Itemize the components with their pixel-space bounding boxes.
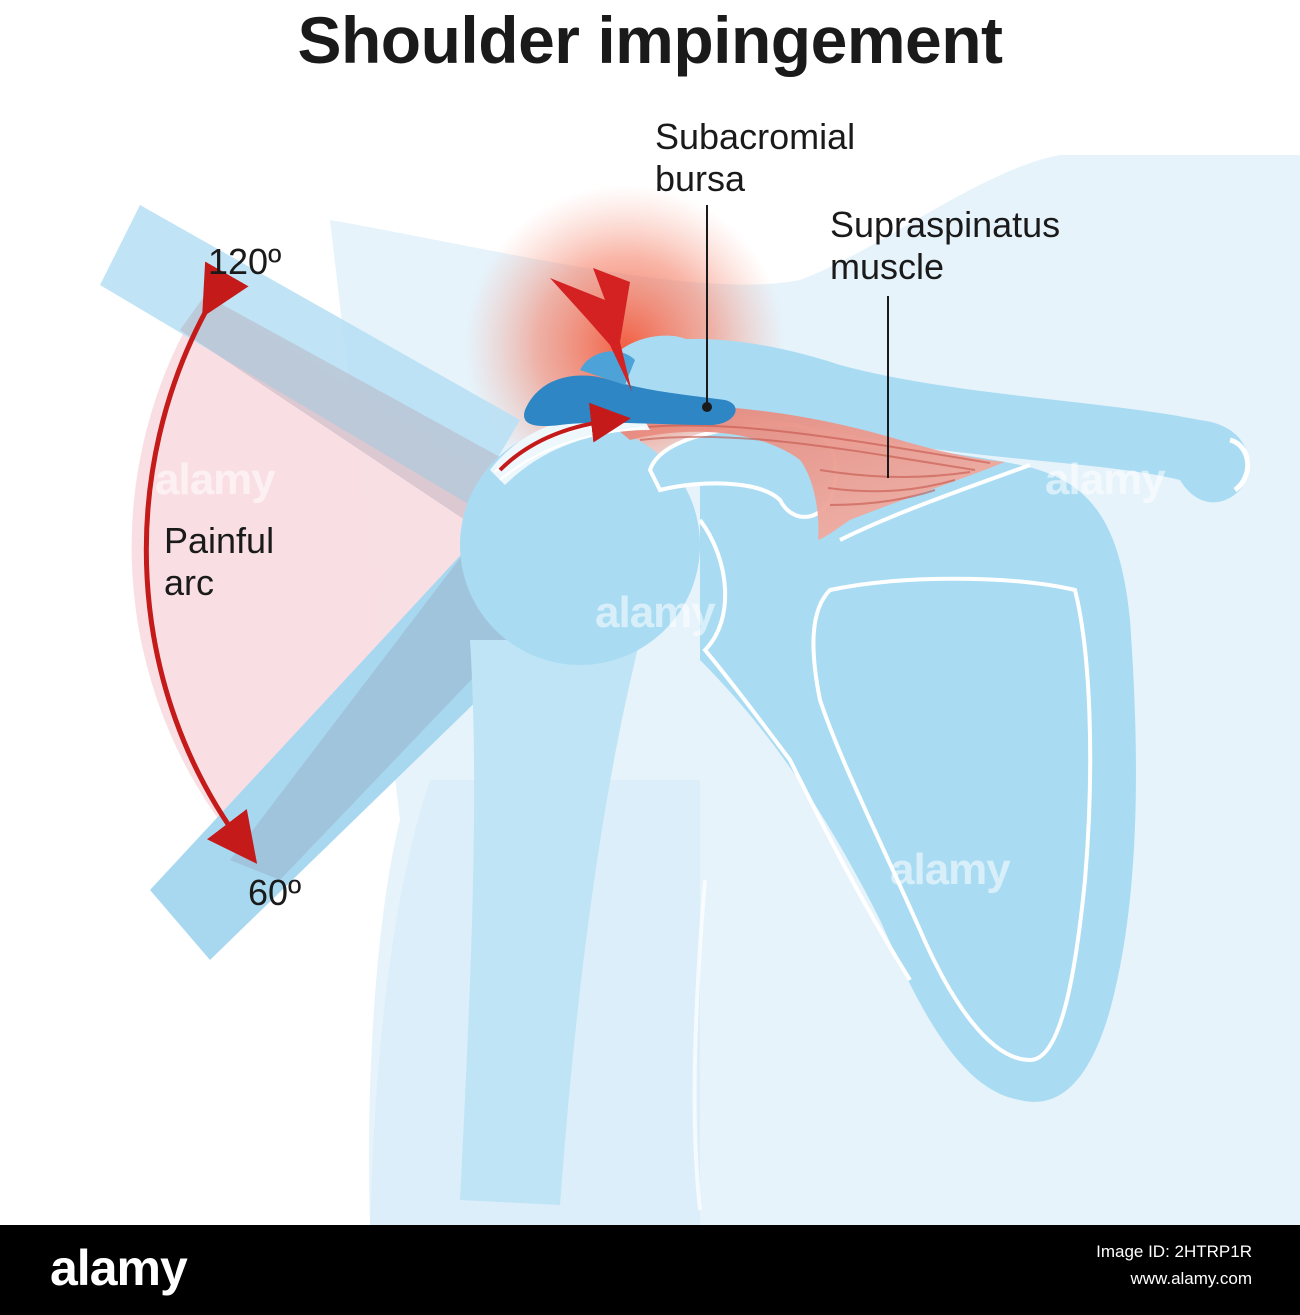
label-subacromial-bursa: Subacromial bursa <box>655 116 855 200</box>
bursa-leader-dot <box>702 402 712 412</box>
clavicle <box>640 338 1249 503</box>
scapula-spine <box>839 463 1031 542</box>
range-arc-arrow <box>143 261 258 864</box>
label-subacromial-bursa-line1: Subacromial <box>655 116 856 157</box>
footer-url: www.alamy.com <box>1130 1269 1252 1288</box>
arm-raised-shadow <box>180 295 560 530</box>
page-title: Shoulder impingement <box>297 3 1003 77</box>
glenoid-outline <box>698 518 912 982</box>
lightning-bolt-icon <box>550 268 632 392</box>
scapula-outline <box>811 576 1093 1063</box>
label-painful-arc: Painful arc <box>164 520 274 604</box>
clavicle-end <box>1229 437 1251 492</box>
label-supraspinatus-muscle: Supraspinatus muscle <box>830 204 1060 288</box>
scapula <box>700 446 1136 1102</box>
label-subacromial-bursa-line2: bursa <box>655 158 746 199</box>
label-supraspinatus-line2: muscle <box>830 246 945 287</box>
shoulder-illustration <box>100 155 1300 1225</box>
label-painful-arc-line2: arc <box>164 562 215 603</box>
footer-image-id: Image ID: 2HTRP1R <box>1096 1242 1252 1261</box>
humerus-line <box>692 879 707 1211</box>
watermark: alamy <box>595 588 716 637</box>
label-angle-60: 60º <box>248 872 302 913</box>
humerus <box>460 640 640 1205</box>
tendon-motion-arrow <box>498 402 631 472</box>
subacromial-bursa <box>524 375 736 427</box>
footer-logo: alamy <box>50 1240 188 1296</box>
label-angle-120: 120º <box>208 241 282 282</box>
watermark: alamy <box>890 845 1011 894</box>
humeral-head <box>460 425 700 665</box>
label-supraspinatus-line1: Supraspinatus <box>830 204 1061 245</box>
watermark: alamy <box>1045 455 1166 504</box>
muscle-fibers <box>619 424 991 506</box>
footer-bar: alamy Image ID: 2HTRP1R www.alamy.com <box>0 1225 1300 1315</box>
label-painful-arc-line1: Painful <box>164 520 275 561</box>
watermark: alamy <box>155 455 276 504</box>
